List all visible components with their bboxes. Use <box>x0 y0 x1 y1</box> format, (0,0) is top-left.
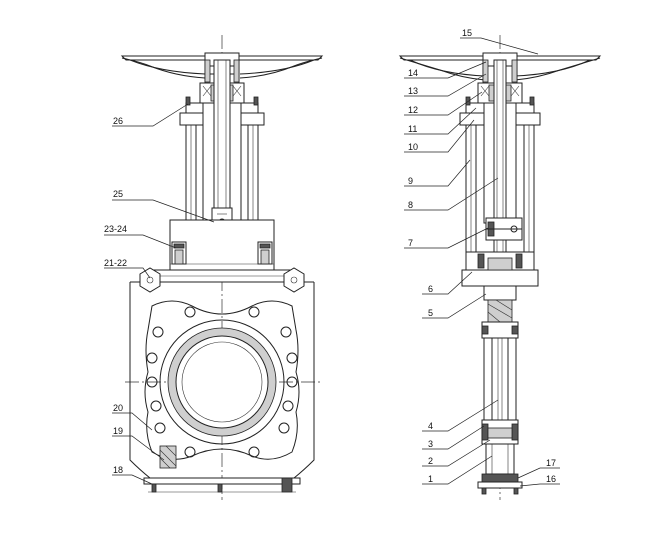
label-8: 8 <box>408 200 413 210</box>
label-23-24: 23-24 <box>104 224 127 234</box>
side-stem-connector <box>485 217 523 241</box>
label-20: 20 <box>113 403 123 413</box>
label-13: 13 <box>408 86 418 96</box>
label-16: 16 <box>546 474 556 484</box>
label-9: 9 <box>408 176 413 186</box>
label-10: 10 <box>408 142 418 152</box>
front-view <box>120 35 324 500</box>
side-body <box>481 321 519 475</box>
label-14: 14 <box>408 68 418 78</box>
label-4: 4 <box>428 421 433 431</box>
front-bottom-bar <box>143 477 301 493</box>
label-19: 19 <box>113 426 123 436</box>
label-26: 26 <box>113 116 123 126</box>
label-25: 25 <box>113 189 123 199</box>
label-7: 7 <box>408 238 413 248</box>
label-18: 18 <box>113 465 123 475</box>
front-handwheel <box>120 55 324 79</box>
label-5: 5 <box>428 308 433 318</box>
label-3: 3 <box>428 439 433 449</box>
label-12: 12 <box>408 105 418 115</box>
side-packing <box>483 285 517 323</box>
side-bottom-plate <box>477 473 523 495</box>
label-21-22: 21-22 <box>104 258 127 268</box>
leader-lines-right <box>404 37 560 487</box>
label-15: 15 <box>462 28 472 38</box>
side-bonnet <box>461 251 539 287</box>
label-2: 2 <box>428 456 433 466</box>
front-bonnet <box>169 219 275 271</box>
front-body-top-flange <box>130 267 314 293</box>
label-1: 1 <box>428 474 433 484</box>
side-view <box>398 35 602 500</box>
label-6: 6 <box>428 284 433 294</box>
part-labels: 26 25 23-24 21-22 20 19 18 15 14 13 12 1… <box>104 28 556 484</box>
side-handwheel <box>398 55 602 81</box>
label-11: 11 <box>408 124 417 134</box>
front-body <box>129 282 315 479</box>
leader-lines-left <box>104 103 215 485</box>
label-17: 17 <box>546 458 556 468</box>
